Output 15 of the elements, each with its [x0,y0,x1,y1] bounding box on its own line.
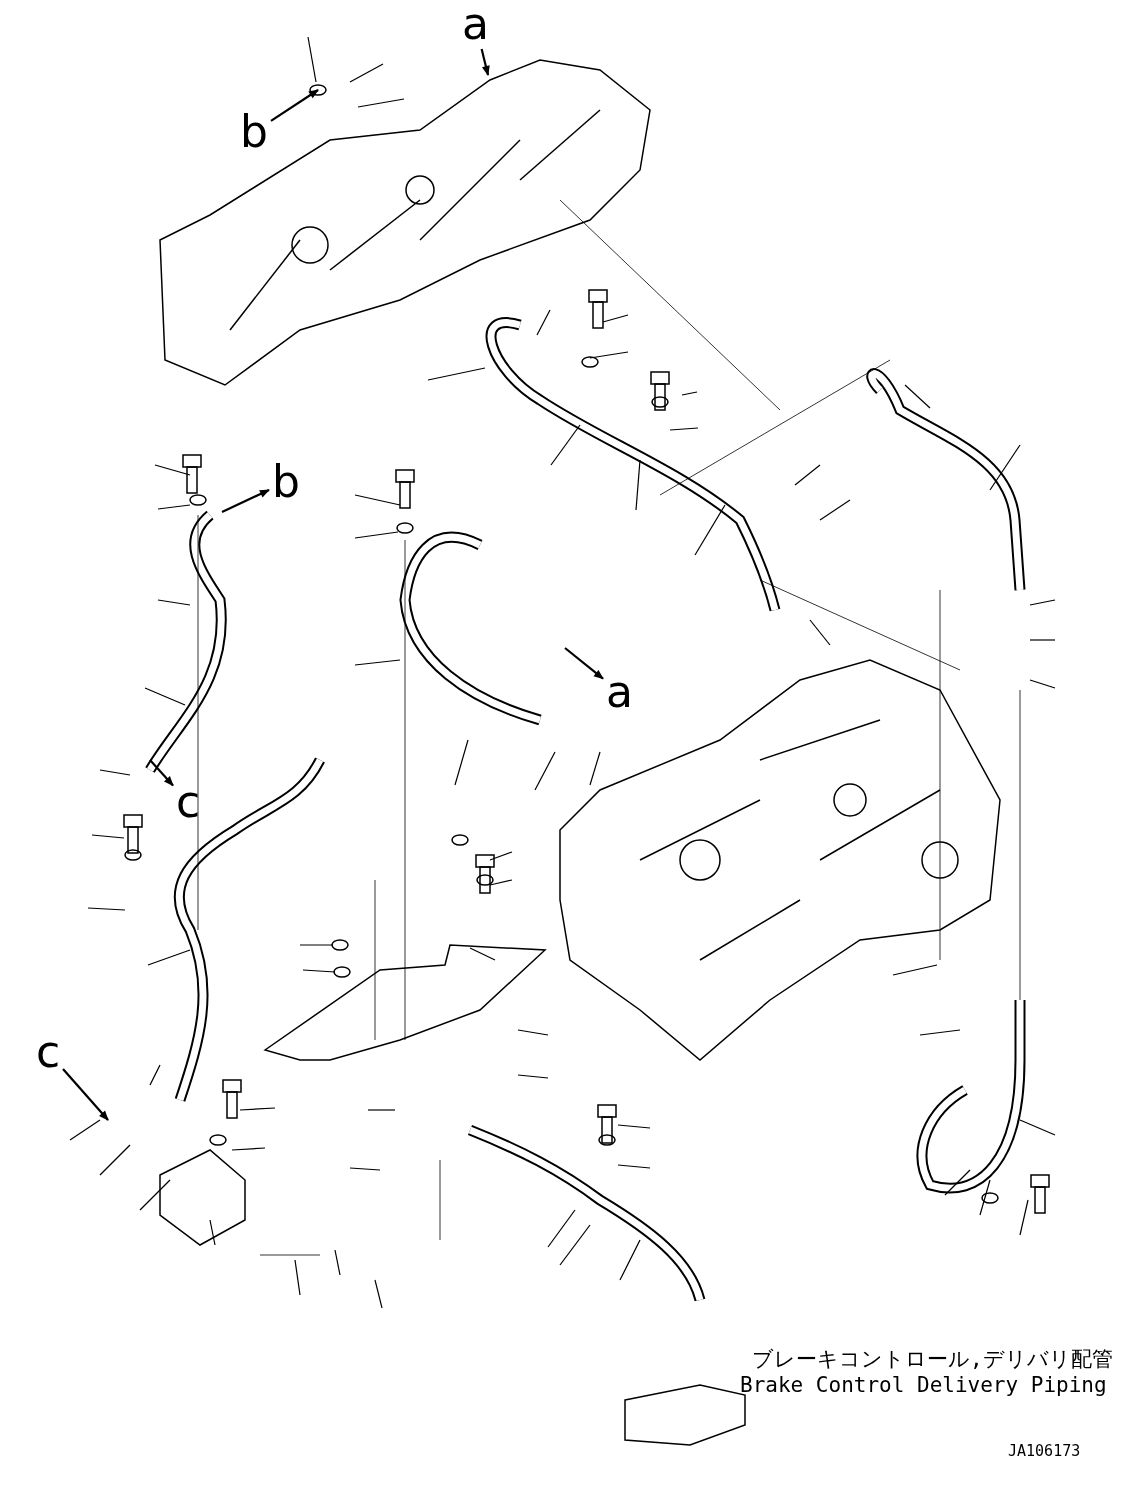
arrow [480,48,490,76]
reference-letter: a [606,670,633,714]
arrow [149,759,174,787]
reference-letter: a [462,2,489,46]
title-text: Brake Control Delivery Piping [740,1373,1107,1397]
title-text: ブレーキコントロール,デリバリ配管 [752,1346,1113,1373]
drawing-number: JA106173 [1008,1442,1081,1460]
arrow [221,488,270,513]
reference-letter: c [176,780,201,824]
arrow [564,647,604,680]
arrow [270,89,319,122]
reference-letter: b [240,110,268,154]
reference-letter: c [36,1030,61,1074]
reference-letter: b [272,460,300,504]
arrow [62,1068,109,1121]
